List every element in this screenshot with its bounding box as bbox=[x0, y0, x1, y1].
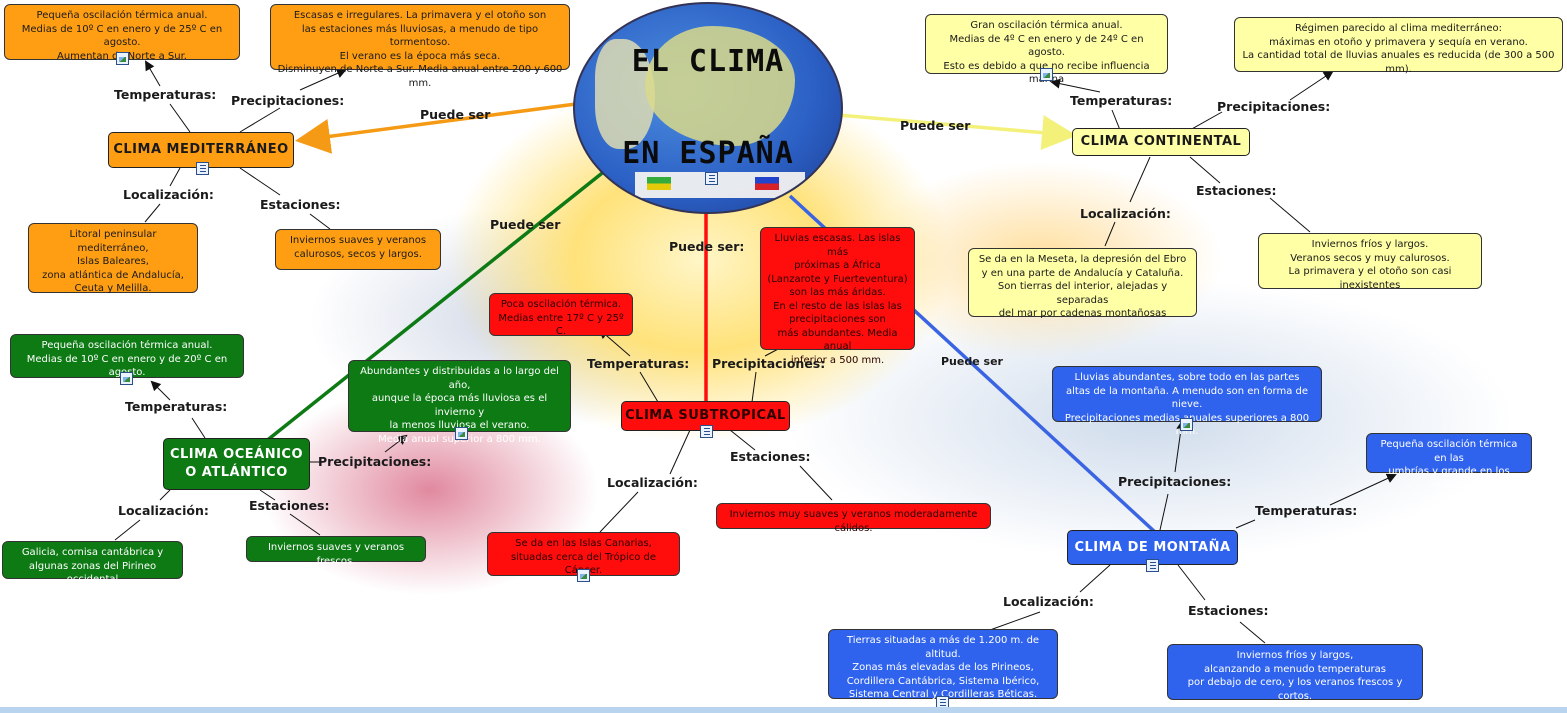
link-label-oceanico: Puede ser bbox=[490, 217, 561, 232]
continental-estaciones-box: Inviernos fríos y largos. Veranos secos … bbox=[1258, 233, 1482, 291]
subtropical-localizacion-label: Localización: bbox=[607, 475, 698, 490]
link-label-subtropical: Puede ser: bbox=[669, 239, 745, 254]
montana-localizacion-label: Localización: bbox=[1003, 594, 1094, 609]
title-line-1: EL CLIMA bbox=[631, 44, 785, 79]
montana-precipitaciones-label: Precipitaciones: bbox=[1118, 474, 1232, 489]
oceanico-localizacion-label: Localización: bbox=[118, 503, 209, 518]
image-icon[interactable] bbox=[120, 372, 133, 385]
note-icon[interactable] bbox=[936, 696, 949, 709]
subtropical-precipitaciones-box: Lluvias escasas. Las islas más próximas … bbox=[760, 227, 915, 366]
montana-estaciones-box: Inviernos fríos y largos, alcanzando a m… bbox=[1167, 644, 1423, 702]
oceanico-temperaturas-label: Temperaturas: bbox=[125, 399, 228, 414]
note-icon[interactable] bbox=[196, 162, 209, 175]
legend-swatch-2 bbox=[755, 177, 779, 190]
link-mediterraneo bbox=[295, 102, 577, 154]
montana-estaciones-label: Estaciones: bbox=[1188, 603, 1269, 618]
subtropical-estaciones-box: Inviernos muy suaves y veranos moderadam… bbox=[716, 503, 991, 534]
mediterraneo-estaciones-label: Estaciones: bbox=[260, 197, 341, 212]
mediterraneo-precipitaciones-box: Escasas e irregulares. La primavera y el… bbox=[270, 4, 570, 89]
oceanico-estaciones-label: Estaciones: bbox=[249, 498, 330, 513]
oceanico-precipitaciones-box: Abundantes y distribuidas a lo largo del… bbox=[348, 360, 571, 445]
note-icon[interactable] bbox=[700, 425, 713, 438]
image-icon[interactable] bbox=[577, 569, 590, 582]
mediterraneo-temperaturas-label: Temperaturas: bbox=[114, 87, 217, 102]
continental-localizacion-label: Localización: bbox=[1080, 206, 1171, 221]
image-icon[interactable] bbox=[1180, 418, 1193, 431]
image-icon[interactable] bbox=[116, 52, 129, 65]
subtropical-temperaturas-label: Temperaturas: bbox=[587, 356, 690, 371]
legend-swatch-1 bbox=[647, 177, 671, 190]
note-icon[interactable] bbox=[1146, 559, 1159, 572]
continental-precipitaciones-box: Régimen parecido al clima mediterráneo: … bbox=[1234, 17, 1563, 75]
link-continental bbox=[837, 113, 1077, 151]
subtropical-temperaturas-box: Poca oscilación térmica. Medias entre 17… bbox=[489, 293, 633, 337]
montana-precipitaciones-box: Lluvias abundantes, sobre todo en las pa… bbox=[1052, 366, 1322, 437]
note-icon[interactable] bbox=[705, 172, 718, 185]
oceanico-estaciones-box: Inviernos suaves y veranos frescos. bbox=[246, 536, 426, 567]
link-label-continental: Puede ser bbox=[900, 118, 971, 133]
montana-temperaturas-label: Temperaturas: bbox=[1255, 503, 1358, 518]
subtropical-estaciones-label: Estaciones: bbox=[730, 449, 811, 464]
subtropical-precipitaciones-label: Precipitaciones: bbox=[712, 356, 826, 371]
title-line-2: EN ESPAÑA bbox=[622, 136, 794, 171]
mediterraneo-localizacion-label: Localización: bbox=[123, 187, 214, 202]
continental-localizacion-box: Se da en la Meseta, la depresión del Ebr… bbox=[968, 248, 1197, 319]
image-icon[interactable] bbox=[1040, 68, 1053, 81]
continental-estaciones-label: Estaciones: bbox=[1196, 183, 1277, 198]
continental-precipitaciones-label: Precipitaciones: bbox=[1217, 99, 1331, 114]
globe-land-spain bbox=[645, 26, 795, 146]
image-icon[interactable] bbox=[455, 427, 468, 440]
continental-temperaturas-box: Gran oscilación térmica anual. Medias de… bbox=[925, 14, 1168, 85]
node-clima-oceanico[interactable]: CLIMA OCEÁNICO O ATLÁNTICO bbox=[163, 438, 310, 490]
oceanico-precipitaciones-label: Precipitaciones: bbox=[318, 454, 432, 469]
continental-temperaturas-label: Temperaturas: bbox=[1070, 93, 1173, 108]
globe-legend bbox=[635, 172, 805, 198]
mediterraneo-precipitaciones-label: Precipitaciones: bbox=[231, 93, 345, 108]
montana-localizacion-box: Tierras situadas a más de 1.200 m. de al… bbox=[828, 629, 1058, 700]
node-clima-montana[interactable]: CLIMA DE MONTAÑA bbox=[1067, 530, 1238, 565]
mediterraneo-localizacion-box: Litoral peninsular mediterráneo, Islas B… bbox=[28, 223, 198, 294]
mediterraneo-estaciones-box: Inviernos suaves y veranos calurosos, se… bbox=[275, 229, 441, 270]
montana-temperaturas-box: Pequeña oscilación térmica en las umbría… bbox=[1366, 433, 1532, 491]
link-oceanico bbox=[263, 168, 608, 444]
link-label-montana: Puede ser bbox=[941, 355, 1003, 368]
oceanico-localizacion-box: Galicia, cornisa cantábrica y algunas zo… bbox=[2, 541, 183, 585]
mediterraneo-temperaturas-box: Pequeña oscilación térmica anual. Medias… bbox=[4, 4, 240, 62]
link-label-mediterraneo: Puede ser bbox=[420, 107, 491, 122]
node-clima-continental[interactable]: CLIMA CONTINENTAL bbox=[1072, 128, 1250, 156]
